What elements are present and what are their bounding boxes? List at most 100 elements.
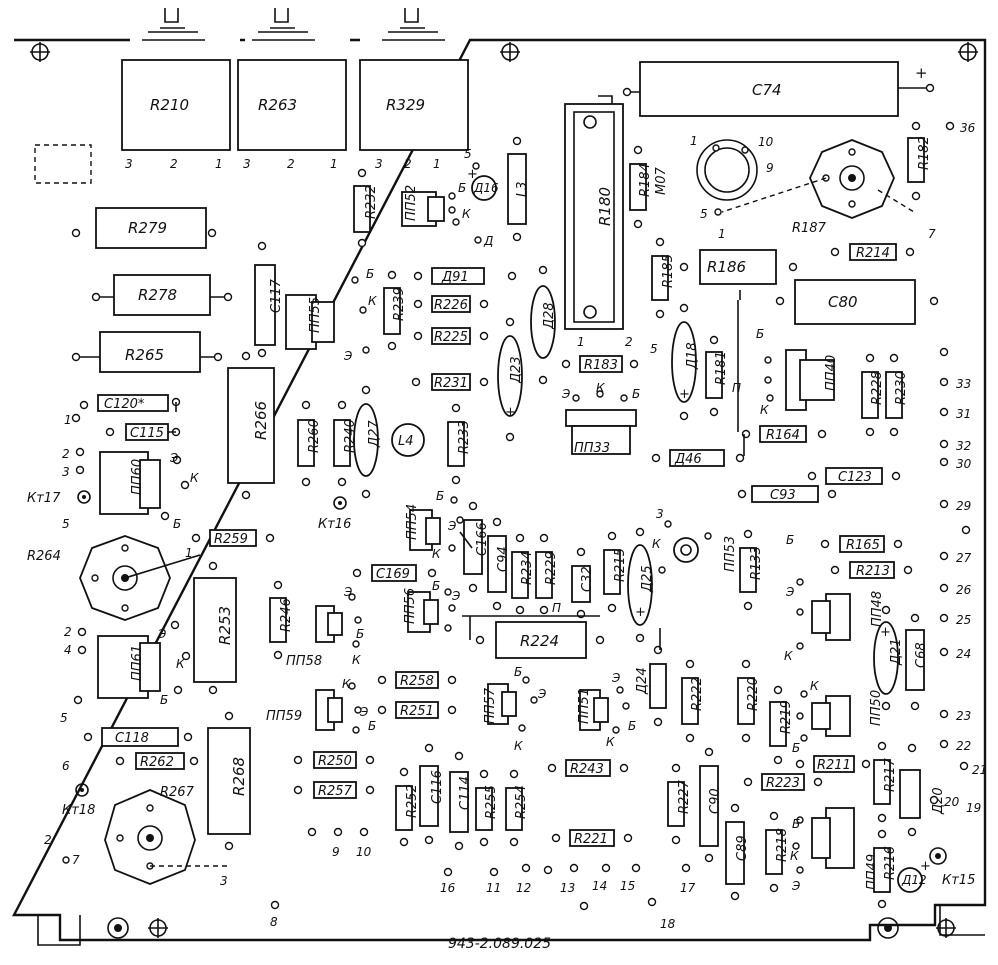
svg-text:Б: Б [432, 579, 440, 593]
svg-text:R183: R183 [584, 358, 618, 373]
svg-text:C120*: C120* [104, 397, 145, 412]
capacitor-c74: C74 + [622, 61, 935, 117]
resistor-r233: R233 [447, 403, 472, 485]
svg-text:R227: R227 [677, 779, 692, 814]
svg-text:Б: Б [628, 719, 636, 733]
resistor-r251: R251 [377, 701, 457, 719]
resistor-r182: R182 [907, 121, 932, 201]
svg-text:Д16: Д16 [473, 181, 499, 195]
resistor-r260: R260 [297, 400, 322, 487]
connector-pins-bottom: 9 10 16 11 12 13 14 15 17 18 [307, 827, 696, 931]
svg-text:29: 29 [956, 499, 971, 513]
resistor-r213: R213 [830, 561, 913, 579]
transistor-pp51: ПП51 Э К Б [577, 671, 636, 749]
transistor-pp48: ПП48 Э Б К [784, 533, 885, 663]
resistor-r224: R224 П [462, 601, 605, 659]
svg-text:15: 15 [620, 879, 635, 893]
svg-text:5: 5 [60, 711, 68, 725]
resistor-r217: R217 [873, 741, 898, 823]
capacitor-c118: C118 [83, 727, 193, 747]
svg-text:R255: R255 [484, 785, 499, 819]
potentiometer-ring: 1 10 9 5 [690, 134, 774, 221]
svg-text:+: + [915, 64, 928, 82]
svg-text:L4: L4 [398, 434, 414, 449]
svg-text:К: К [176, 657, 185, 671]
resistor-r221: R221 [551, 829, 633, 847]
svg-text:22: 22 [956, 739, 971, 753]
svg-text:ПП61: ПП61 [130, 645, 145, 681]
potentiometer-r264: R264 5 1 [27, 517, 201, 621]
resistor-r254: R254 [505, 769, 529, 847]
test-point-kt16: Кт16 [318, 496, 351, 532]
svg-text:R233: R233 [457, 420, 472, 454]
diode-d12: Д12 + [897, 859, 931, 893]
resistor-r250: R250 [293, 751, 375, 769]
svg-text:7: 7 [928, 227, 936, 241]
svg-text:ПП53: ПП53 [723, 536, 738, 572]
svg-text:1: 1 [330, 157, 338, 171]
svg-text:33: 33 [956, 377, 971, 391]
svg-text:C68: C68 [914, 642, 929, 668]
svg-text:R226: R226 [434, 298, 468, 313]
svg-text:2: 2 [404, 157, 412, 171]
capacitor-c89: C89 [725, 803, 750, 901]
svg-text:Б: Б [366, 267, 374, 281]
svg-text:R228: R228 [870, 371, 885, 405]
svg-text:2: 2 [625, 335, 633, 349]
c74-label: C74 [752, 81, 782, 99]
svg-text:32: 32 [956, 439, 971, 453]
transistor-pp52: ПП52 Б К [401, 181, 471, 227]
capacitor-c68: C68 [905, 613, 929, 711]
resistor-r262: R262 [115, 752, 199, 770]
svg-text:Д20: Д20 [931, 787, 946, 815]
svg-text:14: 14 [592, 879, 607, 893]
resistor-r246: R246 [269, 580, 294, 660]
transistor-pp55: ПП55 Б К Э [285, 267, 377, 363]
resistor-r218: R218 [765, 811, 790, 893]
resistor-r232: R232 [353, 168, 379, 248]
svg-text:R225: R225 [434, 330, 468, 345]
svg-text:Д12: Д12 [901, 873, 927, 887]
svg-text:ПП51: ПП51 [577, 688, 592, 724]
resistor-r183: R183 [561, 355, 639, 373]
resistor-r265: R265 [71, 331, 223, 373]
svg-text:Э: Э [343, 585, 353, 599]
svg-text:ПП56: ПП56 [403, 588, 418, 624]
svg-text:R215: R215 [613, 548, 628, 582]
inductor-l3: L3 [507, 136, 530, 242]
svg-text:R182: R182 [917, 136, 932, 170]
resistor-r219: R219 [769, 685, 794, 765]
svg-text:R224: R224 [520, 632, 559, 650]
resistor-r211: R211 [795, 755, 871, 773]
svg-text:Э: Э [169, 451, 179, 465]
svg-text:Д25: Д25 [640, 565, 655, 593]
capacitor-c123: C123 [807, 467, 901, 485]
svg-text:К: К [462, 207, 471, 221]
svg-text:C117: C117 [269, 278, 284, 313]
transistor-pp60: ПП60 Э К Б [99, 451, 199, 531]
resistor-r223: R223 [743, 773, 823, 791]
svg-text:R213: R213 [856, 564, 890, 579]
svg-text:+: + [880, 625, 891, 640]
resistor-r184: R184 M07 [629, 145, 669, 229]
resistor-r185: R185 [651, 237, 676, 319]
svg-text:П: П [552, 601, 561, 615]
diode-d21: Д21 + [873, 605, 904, 711]
svg-text:Б: Б [756, 327, 764, 341]
svg-text:C116: C116 [430, 770, 445, 804]
svg-text:Кт16: Кт16 [318, 517, 351, 532]
svg-text:Э: Э [561, 387, 571, 401]
svg-text:R278: R278 [138, 286, 177, 304]
transistor-pp58: ПП58 Э Б К [286, 585, 364, 669]
svg-text:Б: Б [514, 665, 522, 679]
capacitor-c93: C93 [737, 485, 837, 503]
svg-text:R180: R180 [596, 187, 614, 226]
drawing-number: 943-2.089.025 [448, 936, 551, 952]
svg-text:К: К [596, 381, 605, 395]
resistor-r229: R229 [535, 533, 559, 615]
svg-text:Б: Б [173, 517, 181, 531]
resistor-r257: R257 [293, 781, 375, 799]
transistor-pp54: ПП54 Б Э К [405, 489, 464, 561]
svg-text:C93: C93 [770, 488, 796, 503]
